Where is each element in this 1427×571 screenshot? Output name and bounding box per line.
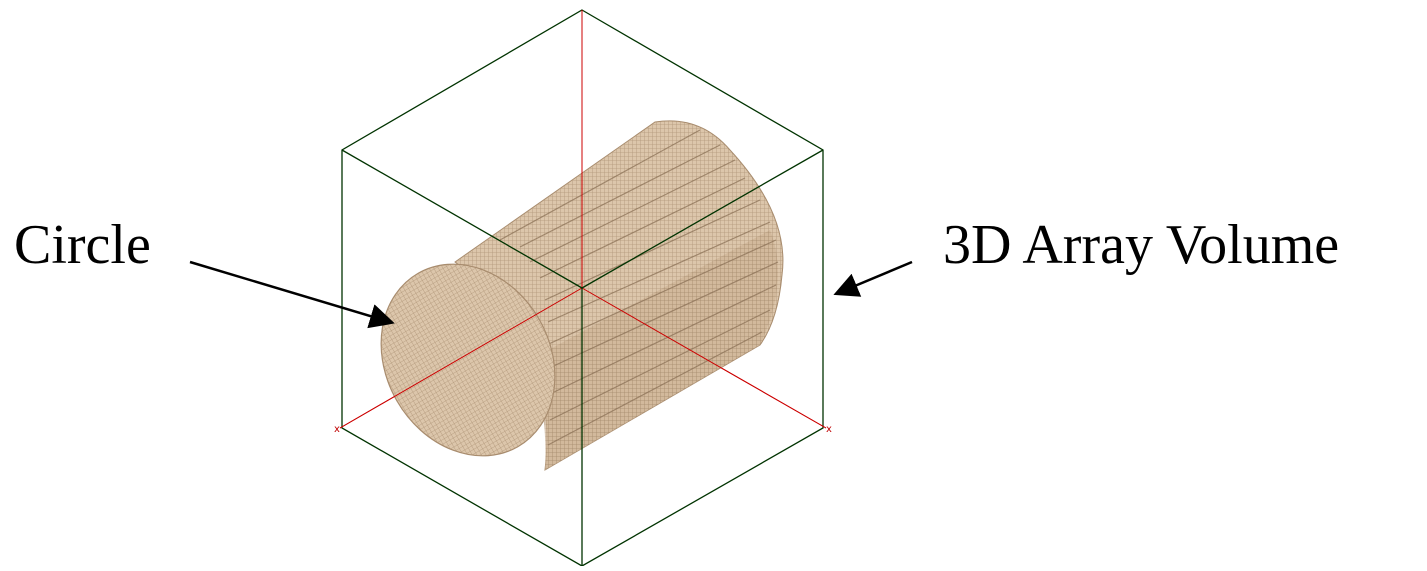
cylinder-end-circle bbox=[380, 263, 556, 457]
axis-marker-right: x bbox=[826, 424, 832, 435]
circle-arrow bbox=[189, 260, 395, 329]
volume-arrow bbox=[833, 260, 913, 297]
cylinder-shading bbox=[530, 230, 778, 470]
circle-label: Circle bbox=[14, 214, 151, 276]
coordinate-axes-front bbox=[339, 150, 827, 429]
cylinder-stripes bbox=[499, 129, 779, 446]
voxel-cylinder bbox=[380, 120, 784, 471]
box-front-edges bbox=[341, 149, 824, 566]
axis-marker-left: x bbox=[334, 424, 340, 435]
array-volume-label: 3D Array Volume bbox=[943, 214, 1340, 276]
